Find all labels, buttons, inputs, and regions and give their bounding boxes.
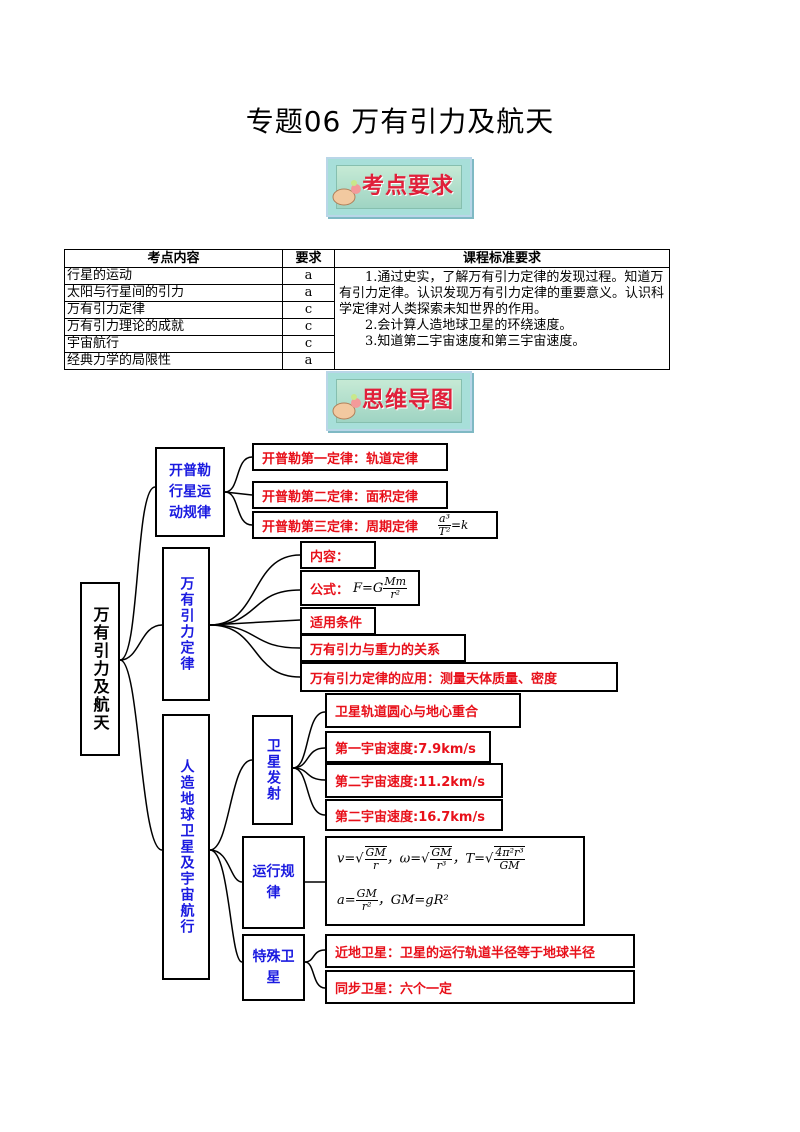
- requirements-banner: 考点要求: [326, 157, 472, 217]
- formula-denominator: GM: [499, 859, 520, 872]
- formula-denominator: T²: [438, 524, 451, 538]
- formula-text: v=: [337, 851, 356, 867]
- formula-numerator: GM: [355, 887, 378, 901]
- standard-text: 1.通过史实，了解万有引力定律的发现过程。知道万有引力定律。认识发现万有引力定律…: [339, 270, 665, 317]
- launch-item: 第二宇宙速度:11.2km/s: [325, 763, 503, 798]
- standard-text: 3.知道第二宇宙速度和第三宇宙速度。: [365, 334, 586, 349]
- formula-denominator: r²: [361, 900, 372, 913]
- table-row: 万有引力定律 c: [64, 301, 670, 319]
- hand-flower-icon: [332, 180, 361, 206]
- requirements-table: 考点内容 要求 课程标准要求 行星的运动 a 1.通过史实，了解万有引力定律的发…: [64, 249, 670, 370]
- gravitation-application: 万有引力定律的应用：测量天体质量、密度: [300, 662, 618, 692]
- formula-text: ，ω=: [386, 851, 422, 867]
- special-item: 同步卫星：六个一定: [325, 970, 635, 1004]
- launch-item: 第一宇宙速度:7.9km/s: [325, 731, 491, 763]
- level-cell: a: [282, 352, 335, 370]
- table-row: 行星的运动 a 1.通过史实，了解万有引力定律的发现过程。知道万有引力定律。认识…: [64, 267, 670, 370]
- gravitation-node: 万有引力定律: [162, 547, 210, 701]
- kepler-law-1: 开普勒第一定律：轨道定律: [252, 443, 448, 471]
- space-node: 人造地球卫星及宇宙航行: [162, 714, 210, 980]
- formula-lhs: F=G: [353, 580, 384, 596]
- kepler-law-3-label: 开普勒第三定律：周期定律: [262, 519, 419, 535]
- table-row: 宇宙航行 c: [64, 335, 670, 353]
- topic-cell: 太阳与行星间的引力: [64, 284, 283, 302]
- mindmap-root: 万有引力及航天: [80, 582, 120, 756]
- topic-cell: 行星的运动: [64, 267, 283, 285]
- banner-label: 思维导图: [362, 388, 455, 413]
- table-row: 经典力学的局限性 a: [64, 352, 670, 370]
- formula-numerator: GM: [430, 846, 453, 860]
- banner-label: 考点要求: [362, 174, 455, 199]
- page-title: 专题06 万有引力及航天: [245, 105, 555, 138]
- formula-numerator: 4π²r³: [494, 846, 525, 860]
- formula-text: ，GM=gR²: [377, 893, 449, 908]
- formula-denominator: r²: [390, 587, 401, 601]
- kepler-law-2: 开普勒第二定律：面积定律: [252, 481, 448, 509]
- topic-cell: 经典力学的局限性: [64, 352, 283, 370]
- formula-label: 公式：: [310, 582, 350, 598]
- formula-text: ，T=: [452, 851, 486, 867]
- special-item: 近地卫星：卫星的运行轨道半径等于地球半径: [325, 934, 635, 968]
- formula-text: a=: [337, 893, 356, 908]
- special-node: 特殊卫星: [242, 934, 305, 1001]
- gravitation-gravity-relation: 万有引力与重力的关系: [300, 634, 466, 662]
- launch-item: 第二宇宙速度:16.7km/s: [325, 799, 503, 831]
- gravitation-content: 内容：: [300, 541, 376, 569]
- launch-node: 卫星发射: [252, 715, 293, 825]
- gravitation-conditions: 适用条件: [300, 607, 376, 635]
- formula-denominator: r: [372, 859, 379, 872]
- formula-numerator: a³: [438, 511, 451, 526]
- table-row: 太阳与行星间的引力 a: [64, 284, 670, 302]
- mindmap-banner: 思维导图: [326, 371, 472, 431]
- formula-numerator: Mm: [383, 574, 408, 589]
- kepler-node: 开普勒行星运动规律: [155, 447, 225, 537]
- launch-item: 卫星轨道圆心与地心重合: [325, 693, 521, 728]
- motion-node: 运行规律: [242, 836, 305, 929]
- formula-denominator: r³: [436, 859, 447, 872]
- hand-flower-icon: [332, 394, 361, 420]
- standard-text: 2.会计算人造地球卫星的环绕速度。: [365, 318, 573, 333]
- formula-rhs: =k: [450, 517, 469, 532]
- standards-cell: 1.通过史实，了解万有引力定律的发现过程。知道万有引力定律。认识发现万有引力定律…: [334, 267, 670, 370]
- formula-numerator: GM: [364, 846, 387, 860]
- topic-cell: 宇宙航行: [64, 335, 283, 353]
